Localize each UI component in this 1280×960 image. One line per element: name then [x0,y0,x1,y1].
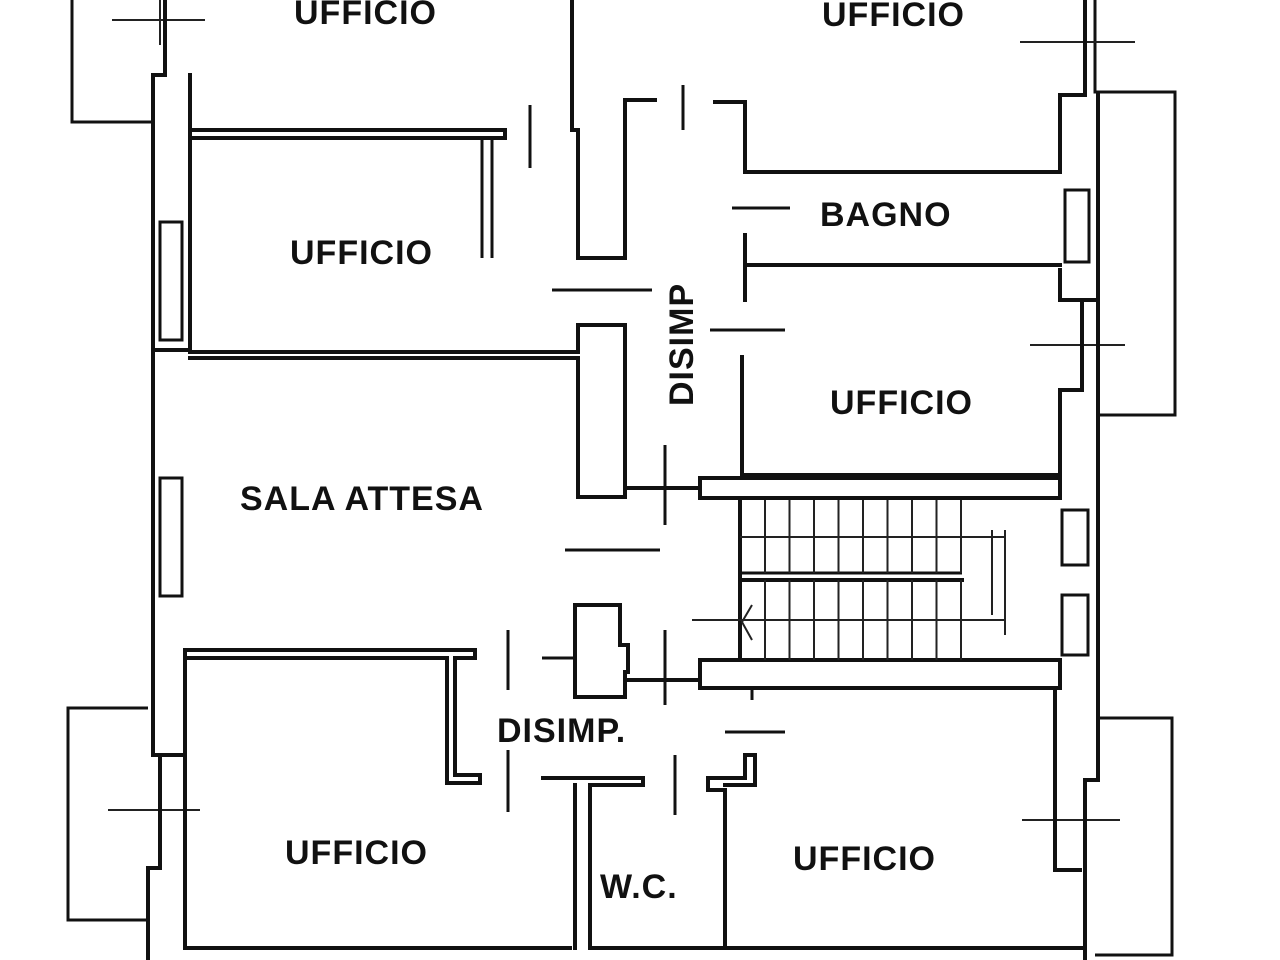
room-label-office-top-right: UFFICIO [822,0,965,34]
interior-walls [183,0,1087,950]
room-label-hall-vertical: DISIMP [663,282,701,406]
room-label-waiting-room: SALA ATTESA [240,480,484,518]
room-label-office-mid-right: UFFICIO [830,384,973,422]
room-label-office-bottom-right: UFFICIO [793,840,936,878]
balconies [66,0,1177,957]
staircase [692,498,1006,662]
room-label-bathroom: BAGNO [820,196,952,234]
room-label-wc: W.C. [600,868,678,906]
room-label-office-mid-left: UFFICIO [290,234,433,272]
room-label-hall-lower: DISIMP. [497,712,627,750]
room-label-office-bottom-left: UFFICIO [285,834,428,872]
left-exterior-wall [146,0,572,960]
right-exterior-wall [1053,0,1100,960]
room-label-office-top-left: UFFICIO [294,0,437,32]
